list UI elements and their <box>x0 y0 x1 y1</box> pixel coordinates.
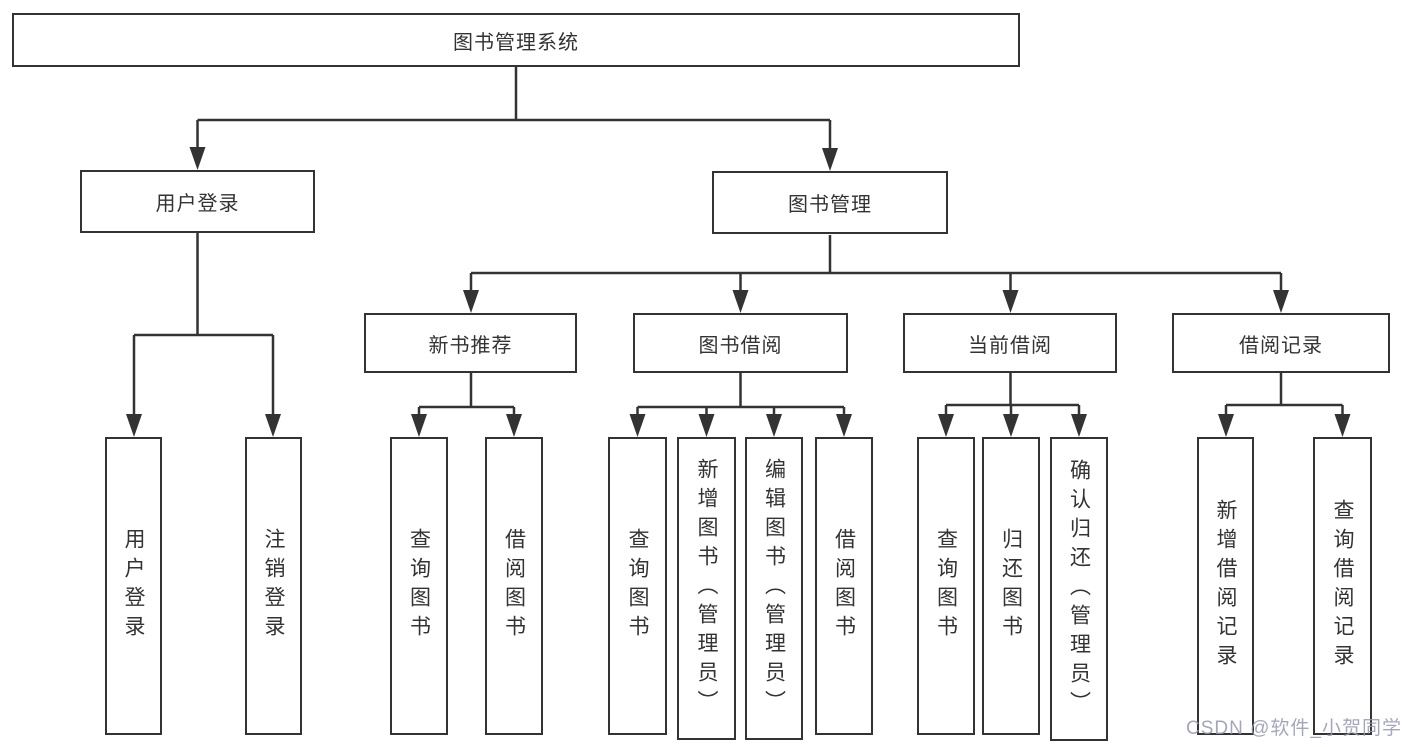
leaf-bb-add-books-admin: 新增图书（管理员） <box>677 437 736 740</box>
leaf-bb-edit-books-admin: 编辑图书（管理员） <box>745 437 803 740</box>
node-library-management-system: 图书管理系统 <box>12 13 1020 67</box>
node-user-login: 用户登录 <box>80 170 315 233</box>
node-new-book-recommend: 新书推荐 <box>364 313 577 373</box>
leaf-cb-return-books: 归还图书 <box>982 437 1040 735</box>
leaf-nb-borrow-books: 借阅图书 <box>485 437 543 735</box>
watermark: CSDN @软件_小贺同学 <box>1186 718 1402 739</box>
leaf-nb-query-books: 查询图书 <box>390 437 448 735</box>
leaf-bb-borrow-books: 借阅图书 <box>815 437 873 735</box>
leaf-br-query-record: 查询借阅记录 <box>1313 437 1372 735</box>
node-borrowing-records: 借阅记录 <box>1172 313 1390 373</box>
node-book-borrowing: 图书借阅 <box>633 313 848 373</box>
leaf-br-add-record: 新增借阅记录 <box>1197 437 1254 735</box>
leaf-cb-confirm-return-admin: 确认归还（管理员） <box>1050 437 1108 741</box>
leaf-bb-query-books: 查询图书 <box>608 437 667 735</box>
leaf-user-login: 用户登录 <box>105 437 162 735</box>
node-book-management: 图书管理 <box>712 171 948 234</box>
leaf-logout: 注销登录 <box>245 437 302 735</box>
node-current-borrowing: 当前借阅 <box>903 313 1117 373</box>
leaf-cb-query-books: 查询图书 <box>917 437 975 735</box>
